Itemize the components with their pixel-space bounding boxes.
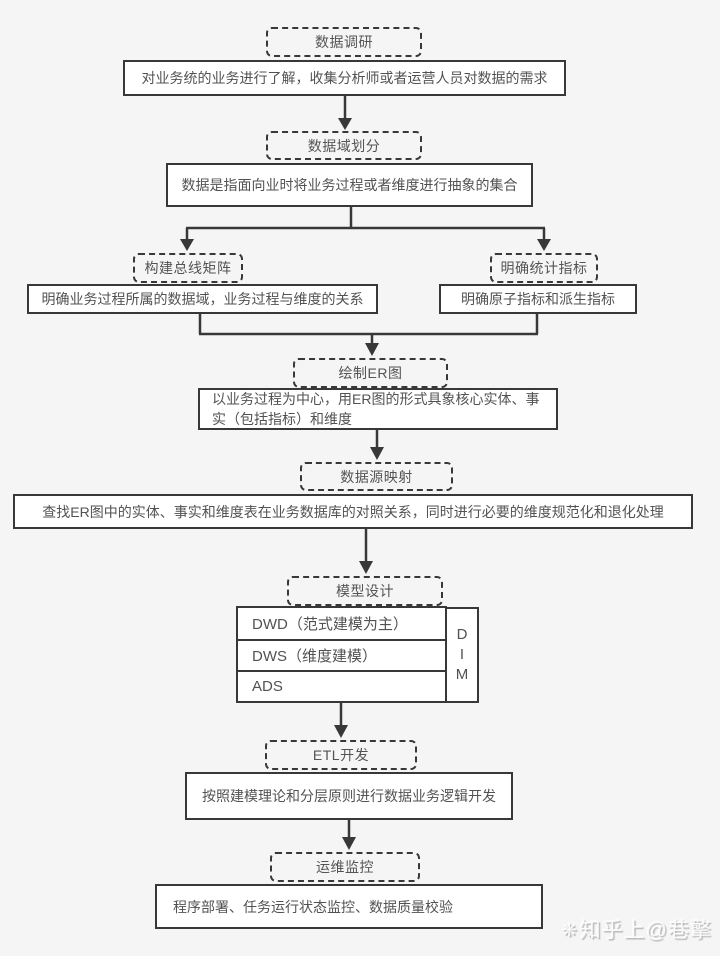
node-data-survey-desc-text: 对业务统的业务进行了解，收集分析师或者运营人员对数据的需求 [141, 70, 548, 86]
connector-merge-to-er [198, 314, 539, 356]
arrow-etl-to-ops [342, 820, 356, 850]
model-layer-dim: D I M [445, 607, 479, 703]
model-layer-dws-text: DWS（维度建模） [252, 648, 377, 665]
node-etl: ETL开发 [265, 740, 417, 770]
model-layer-dwd: DWD（范式建模为主） [236, 606, 447, 641]
node-data-domain-label: 数据域划分 [307, 137, 381, 154]
model-layer-dim-letter-m: M [455, 666, 469, 683]
node-data-domain-desc-text: 数据是指面向业时将业务过程或者维度进行抽象的集合 [181, 177, 518, 193]
arrow-mapping-to-model [359, 529, 373, 574]
node-data-survey-desc: 对业务统的业务进行了解，收集分析师或者运营人员对数据的需求 [123, 60, 566, 96]
watermark: ❋ 知乎上@巷擎 [562, 914, 712, 944]
model-layer-dim-letter-d: D [456, 626, 468, 643]
node-model-design: 模型设计 [287, 576, 443, 606]
model-layer-dws: DWS（维度建模） [236, 639, 447, 672]
node-source-mapping-label: 数据源映射 [340, 468, 413, 485]
model-layer-dim-letter-i: I [459, 646, 465, 663]
node-metrics-desc: 明确原子指标和派生指标 [439, 284, 637, 314]
node-ops-desc-text: 程序部署、任务运行状态监控、数据质量校验 [173, 898, 453, 915]
node-source-mapping-desc: 查找ER图中的实体、事实和维度表在业务数据库的对照关系，同时进行必要的维度规范化… [13, 494, 693, 529]
model-layer-ads: ADS [236, 670, 447, 703]
node-bus-matrix-label: 构建总线矩阵 [144, 260, 232, 276]
node-model-design-label: 模型设计 [336, 583, 394, 599]
node-etl-desc: 按照建模理论和分层原则进行数据业务逻辑开发 [185, 772, 513, 820]
model-layer-ads-text: ADS [252, 678, 283, 695]
node-bus-matrix: 构建总线矩阵 [133, 253, 243, 283]
node-bus-matrix-desc-text: 明确业务过程所属的数据域，业务过程与维度的关系 [41, 291, 364, 307]
node-bus-matrix-desc: 明确业务过程所属的数据域，业务过程与维度的关系 [27, 284, 378, 314]
node-ops-desc: 程序部署、任务运行状态监控、数据质量校验 [155, 884, 543, 929]
zhihu-logo-icon: ❋ [561, 919, 578, 940]
node-data-survey: 数据调研 [266, 27, 422, 57]
connector-domain-split [180, 207, 551, 251]
node-ops: 运维监控 [270, 852, 420, 882]
arrow-er-to-mapping [370, 430, 384, 460]
node-source-mapping: 数据源映射 [300, 462, 453, 491]
node-metrics-label: 明确统计指标 [500, 260, 588, 276]
node-data-survey-label: 数据调研 [315, 34, 373, 50]
node-etl-desc-text: 按照建模理论和分层原则进行数据业务逻辑开发 [202, 788, 496, 804]
node-er-diagram-desc: 以业务过程为中心，用ER图的形式具象核心实体、事实（包括指标）和维度 [198, 388, 558, 430]
node-source-mapping-desc-text: 查找ER图中的实体、事实和维度表在业务数据库的对照关系，同时进行必要的维度规范化… [42, 503, 664, 520]
watermark-text: 知乎上@巷擎 [579, 919, 712, 942]
node-metrics: 明确统计指标 [490, 253, 598, 283]
node-data-domain-desc: 数据是指面向业时将业务过程或者维度进行抽象的集合 [166, 163, 533, 207]
model-layer-dwd-text: DWD（范式建模为主） [252, 616, 408, 633]
node-data-domain: 数据域划分 [266, 131, 422, 160]
node-er-diagram: 绘制ER图 [293, 358, 448, 388]
node-er-diagram-label: 绘制ER图 [338, 365, 403, 381]
node-etl-label: ETL开发 [312, 747, 370, 763]
node-er-diagram-desc-text: 以业务过程为中心，用ER图的形式具象核心实体、事实（包括指标）和维度 [212, 391, 540, 427]
node-metrics-desc-text: 明确原子指标和派生指标 [461, 291, 615, 307]
arrow-survey-to-domain [338, 96, 352, 130]
arrow-model-to-etl [334, 703, 348, 738]
node-ops-label: 运维监控 [316, 859, 374, 875]
